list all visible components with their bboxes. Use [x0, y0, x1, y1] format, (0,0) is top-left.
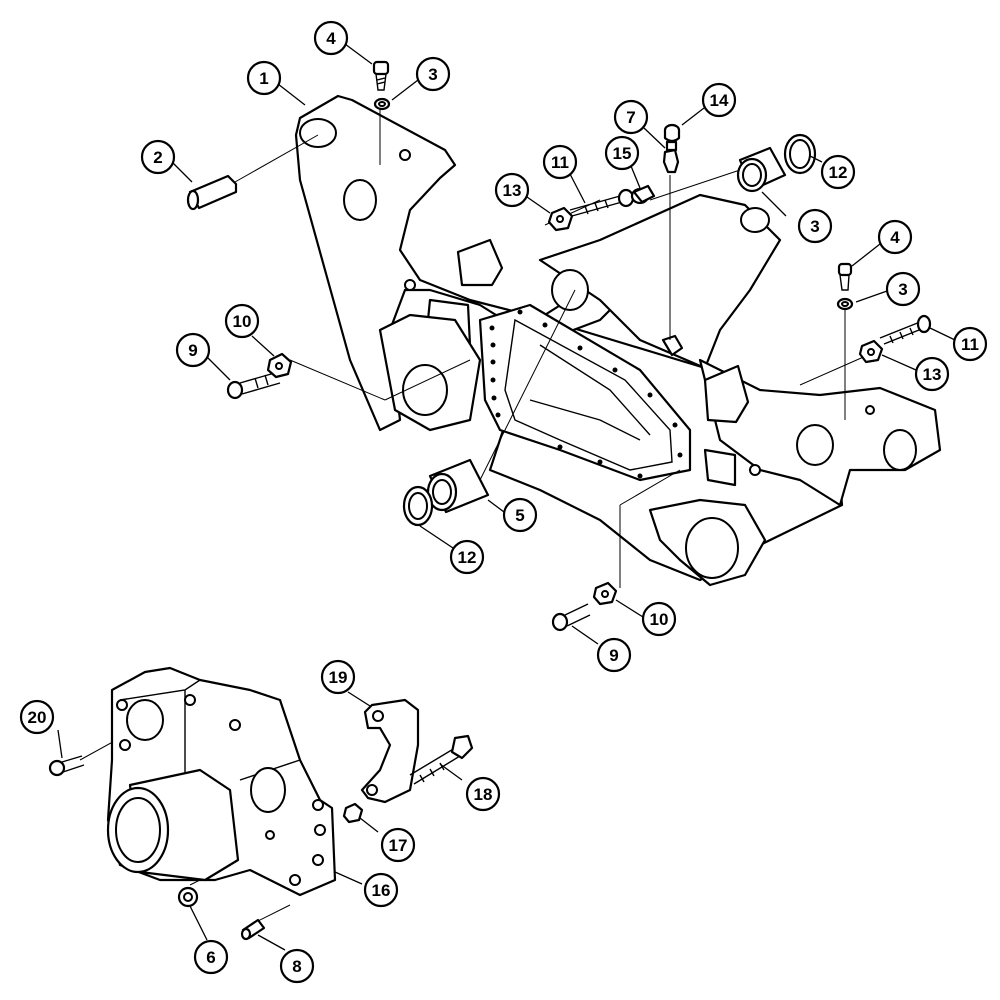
- grease-cap: [663, 123, 681, 143]
- callout-17: 17: [380, 827, 416, 863]
- bolt: [409, 734, 474, 785]
- svg-text:3: 3: [898, 280, 907, 299]
- svg-text:10: 10: [233, 312, 252, 331]
- callout-leaders: [57, 43, 956, 951]
- callout-11: 11: [952, 326, 988, 362]
- svg-text:11: 11: [551, 153, 569, 172]
- svg-text:1: 1: [259, 69, 268, 88]
- callout-10: 10: [224, 303, 260, 339]
- callout-14: 14: [701, 82, 737, 118]
- lock-nut: [373, 97, 391, 111]
- svg-text:7: 7: [626, 108, 635, 127]
- callout-3: 3: [415, 56, 451, 92]
- svg-text:12: 12: [829, 163, 848, 182]
- pivot-housing: [106, 666, 337, 897]
- svg-text:15: 15: [613, 144, 632, 163]
- spacer: [630, 184, 656, 205]
- svg-text:19: 19: [329, 668, 348, 687]
- hex-nut: [342, 802, 364, 824]
- plug-fitting: [177, 886, 199, 908]
- seal-ring: [402, 485, 434, 527]
- pivot-pin: [186, 174, 238, 211]
- svg-text:3: 3: [428, 65, 437, 84]
- hex-nut: [266, 352, 293, 379]
- bushing: [426, 458, 490, 514]
- callout-3: 3: [885, 271, 921, 307]
- axle-frame: [294, 94, 942, 587]
- svg-text:4: 4: [326, 29, 336, 48]
- callout-8: 8: [279, 948, 315, 984]
- svg-text:20: 20: [28, 708, 47, 727]
- callout-2: 2: [140, 139, 176, 175]
- callout-4: 4: [313, 20, 349, 56]
- seal-ring: [783, 133, 817, 175]
- callout-13: 13: [494, 172, 530, 208]
- svg-text:5: 5: [515, 506, 524, 525]
- set-screw: [372, 60, 390, 91]
- bolt: [226, 371, 281, 400]
- bolt: [551, 603, 591, 632]
- callout-12: 12: [449, 539, 485, 575]
- svg-text:8: 8: [292, 957, 301, 976]
- lock-nut: [836, 297, 854, 311]
- bolt: [569, 188, 635, 217]
- grease-nipple: [662, 140, 680, 174]
- callout-16: 16: [363, 872, 399, 908]
- callout-12: 12: [820, 154, 856, 190]
- svg-text:13: 13: [503, 181, 522, 200]
- bolt: [879, 314, 932, 345]
- callout-6: 6: [193, 939, 229, 975]
- svg-text:4: 4: [890, 228, 900, 247]
- svg-text:17: 17: [389, 836, 408, 855]
- callout-4: 4: [877, 219, 913, 255]
- clamp-half: [360, 698, 420, 804]
- cap-screw: [48, 755, 85, 777]
- svg-text:3: 3: [810, 217, 819, 236]
- callout-9: 9: [175, 332, 211, 368]
- set-screw: [837, 262, 853, 291]
- svg-text:10: 10: [650, 610, 669, 629]
- dowel-pin: [240, 918, 266, 941]
- svg-text:6: 6: [206, 948, 215, 967]
- svg-text:16: 16: [372, 881, 391, 900]
- callout-5: 5: [502, 497, 538, 533]
- callout-9: 9: [596, 637, 632, 673]
- svg-text:12: 12: [458, 548, 477, 567]
- svg-text:13: 13: [923, 365, 942, 384]
- svg-text:18: 18: [474, 785, 493, 804]
- callout-10: 10: [641, 601, 677, 637]
- callout-13: 13: [914, 356, 950, 392]
- svg-text:2: 2: [153, 148, 162, 167]
- svg-text:9: 9: [609, 646, 618, 665]
- callout-15: 15: [604, 135, 640, 171]
- callout-1: 1: [246, 60, 282, 96]
- hex-nut: [547, 206, 574, 232]
- callout-11: 11: [542, 144, 578, 180]
- bushing: [736, 146, 787, 193]
- hex-nut: [592, 581, 618, 606]
- svg-text:14: 14: [710, 91, 729, 110]
- assembly-lines: [79, 100, 869, 926]
- callout-20: 20: [19, 699, 55, 735]
- callout-19: 19: [320, 659, 356, 695]
- svg-text:9: 9: [188, 341, 197, 360]
- callouts: 1 2 3 4 3 7 14 12 13 11 15 4 3 11 13 9 1…: [19, 20, 988, 984]
- callout-3: 3: [797, 208, 833, 244]
- callout-18: 18: [465, 776, 501, 812]
- hex-nut: [858, 339, 884, 364]
- callout-7: 7: [613, 99, 649, 135]
- svg-text:11: 11: [961, 335, 979, 354]
